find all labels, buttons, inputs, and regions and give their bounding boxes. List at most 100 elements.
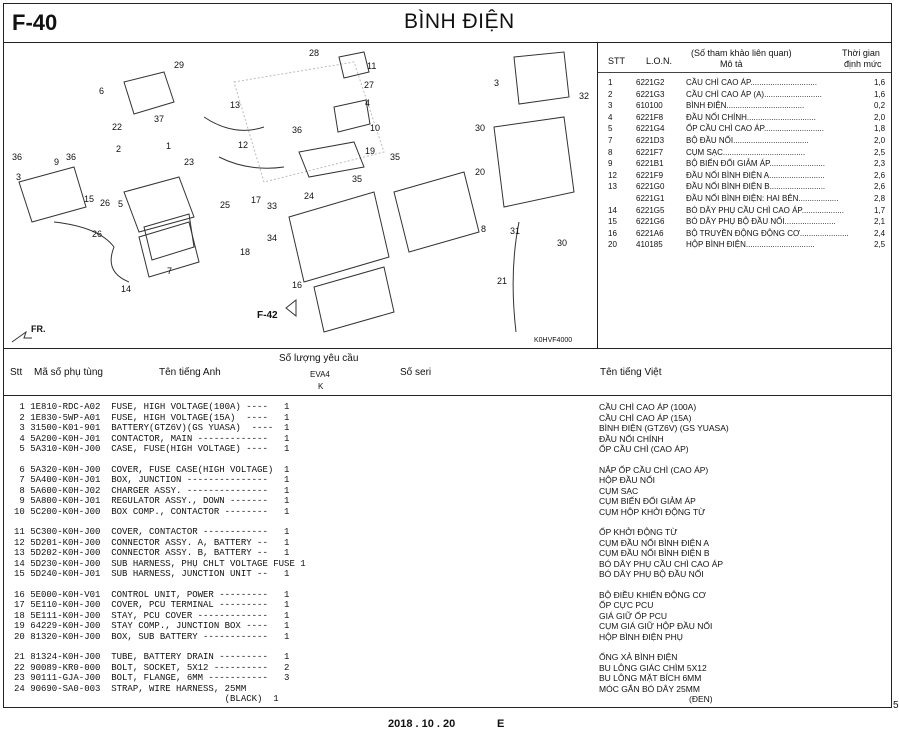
labor-cell-desc: BỘ TRUYỀN ĐỘNG ĐỘNG CƠ..................…	[686, 228, 849, 238]
labor-header-time2: định mức	[844, 59, 882, 69]
parts-row-text: 17 5E110-K0H-J00 COVER, PCU TERMINAL ---…	[14, 600, 290, 610]
parts-row-vietnamese: ỐP CỰC PCU	[599, 600, 654, 610]
labor-cell-desc: ĐẦU NỐI CHÍNH...........................…	[686, 112, 816, 122]
callout-number: 25	[220, 200, 230, 210]
labor-cell-stt: 8	[608, 147, 613, 157]
parts-row: 13 5D202-K0H-J00 CONNECTOR ASSY. B, BATT…	[4, 548, 891, 559]
labor-cell-stt: 13	[608, 182, 617, 192]
callout-number: 10	[370, 123, 380, 133]
parts-row-vietnamese: CẦU CHÌ CAO ÁP (15A)	[599, 412, 692, 423]
parts-row-text: 1 1E810-RDC-A02 FUSE, HIGH VOLTAGE(100A)…	[14, 402, 290, 412]
labor-row: 6221G1 ĐẦU NỐI BÌNH ĐIỆN: HAI BÊN........…	[598, 193, 891, 204]
parts-header-english: Tên tiếng Anh	[159, 367, 221, 378]
parts-row: 1 1E810-RDC-A02 FUSE, HIGH VOLTAGE(100A)…	[4, 402, 891, 413]
parts-row-vietnamese: ĐẦU NỐI CHÍNH	[599, 433, 664, 444]
labor-cell-lon: 6221A6	[636, 228, 664, 238]
parts-row-vietnamese: GIÁ GIỮ ỐP PCU	[599, 610, 668, 621]
labor-cell-lon: 6221G2	[636, 78, 665, 87]
labor-cell-time: 2,5	[874, 240, 886, 250]
parts-row-vietnamese: BÌNH ĐIỆN (GTZ6V) (GS YUASA)	[599, 423, 729, 433]
page-title: BÌNH ĐIỆN	[404, 10, 515, 33]
parts-row-vietnamese: BÓ DÂY PHỤ BỘ ĐẦU NỐI	[599, 569, 704, 579]
parts-row-text: 14 5D230-K0H-J00 SUB HARNESS, PHỤ CHLT V…	[14, 558, 306, 569]
parts-row-vietnamese: CỤM GIÁ GIỮ HỘP ĐẦU NỐI	[599, 621, 713, 631]
callout-number: 20	[475, 167, 485, 177]
parts-row-text: 20 81320-K0H-J00 BOX, SUB BATTERY ------…	[14, 631, 290, 642]
labor-cell-desc: ĐẦU NỐI BÌNH ĐIỆN: HAI BÊN..............…	[686, 194, 839, 203]
callout-number: 35	[352, 174, 362, 184]
labor-cell-desc: ĐẦU NỐI BÌNH ĐIỆN A.....................…	[686, 170, 825, 180]
labor-cell-stt: 9	[608, 159, 613, 169]
labor-cell-time: 2,1	[874, 217, 886, 227]
parts-header-model: EVA4	[310, 370, 330, 379]
labor-cell-stt: 7	[608, 136, 613, 145]
parts-row: 5 5A310-K0H-J00 CASE, FUSE(HIGH VOLTAGE)…	[4, 444, 891, 455]
parts-row: 17 5E110-K0H-J00 COVER, PCU TERMINAL ---…	[4, 600, 891, 611]
labor-cell-time: 2,4	[874, 228, 886, 238]
parts-header-serial: Số seri	[400, 367, 432, 378]
parts-row-text: 12 5D201-K0H-J00 CONNECTOR ASSY. A, BATT…	[14, 537, 290, 548]
labor-row: 16 6221A6 BỘ TRUYỀN ĐỘNG ĐỘNG CƠ..........…	[598, 228, 891, 239]
labor-cell-lon: 6221G1	[636, 194, 665, 203]
parts-row-vietnamese: ỐP KHỞI ĐỘNG TỪ	[599, 527, 678, 537]
parts-row-vietnamese: CỤM HỘP KHỞI ĐỘNG TỪ	[599, 506, 706, 517]
footer-date: 2018 . 10 . 20	[388, 718, 456, 730]
callout-number: 36	[292, 125, 302, 135]
parts-row-vietnamese: CỤM ĐẦU NỐI BÌNH ĐIỆN B	[599, 548, 710, 558]
callout-number: 2	[116, 144, 121, 154]
callout-number: 3	[494, 78, 499, 88]
labor-cell-stt: 1	[608, 78, 613, 87]
parts-row: 23 90111-GJA-J00 BOLT, FLANGE, 6MM -----…	[4, 673, 891, 684]
callout-number: 18	[240, 247, 250, 257]
callout-number: 36	[12, 152, 22, 162]
labor-cell-stt: 2	[608, 89, 613, 99]
labor-cell-time: 2,5	[874, 147, 886, 157]
labor-cell-lon: 6221G0	[636, 182, 665, 192]
diagram-code: K0HVF4000	[534, 337, 572, 344]
labor-cell-stt: 16	[608, 228, 617, 238]
parts-row-vietnamese: NẮP ỐP CẦU CHÌ (CAO ÁP)	[599, 464, 709, 475]
labor-cell-time: 2,8	[874, 194, 886, 203]
parts-row: (BLACK) 1(ĐEN)	[4, 694, 891, 705]
labor-header-time1: Thời gian	[842, 48, 880, 58]
labor-header-lon: L.O.N.	[646, 56, 673, 66]
parts-row-text: 23 90111-GJA-J00 BOLT, FLANGE, 6MM -----…	[14, 673, 290, 683]
parts-row-vietnamese: BỘ ĐIỀU KHIỂN ĐỘNG CƠ	[599, 589, 706, 600]
callout-number: 13	[230, 100, 240, 110]
callout-number: 34	[267, 233, 277, 243]
page-frame: F-40 BÌNH ĐIỆN	[3, 3, 892, 708]
labor-cell-stt: 3	[608, 101, 613, 111]
labor-cell-stt: 12	[608, 170, 617, 180]
labor-cell-time: 2,6	[874, 170, 886, 180]
labor-cell-desc: CẦU CHÌ CAO ÁP (A)......................…	[686, 89, 822, 99]
parts-row: 21 81324-K0H-J00 TUBE, BATTERY DRAIN ---…	[4, 652, 891, 663]
parts-row-vietnamese: (ĐEN)	[689, 694, 713, 704]
labor-cell-time: 0,2	[874, 101, 886, 111]
parts-row-text: 18 5E111-K0H-J00 STAY, PCU COVER -------…	[14, 610, 290, 621]
labor-header-stt: STT	[608, 56, 625, 66]
parts-row-vietnamese: CỤM SẠC	[599, 485, 639, 496]
labor-cell-lon: 6221G5	[636, 205, 665, 215]
labor-cell-lon: 6221F8	[636, 112, 664, 122]
callout-number: 15	[84, 194, 94, 204]
labor-cell-desc: ĐẦU NỐI BÌNH ĐIỆN B.....................…	[686, 182, 826, 192]
callout-number: 14	[121, 284, 131, 294]
parts-header-qty: Số lượng yêu cầu	[279, 353, 359, 364]
labor-cell-time: 1,6	[874, 78, 886, 87]
callout-number: 17	[251, 195, 261, 205]
callout-number: 26	[100, 198, 110, 208]
parts-row: 6 5A320-K0H-J00 COVER, FUSE CASE(HIGH VO…	[4, 465, 891, 476]
labor-cell-desc: BÌNH ĐIỆN...............................…	[686, 101, 805, 111]
parts-row-text: 10 5C200-K0H-J00 BOX COMP., CONTACTOR --…	[14, 506, 290, 517]
labor-cell-time: 2,0	[874, 136, 886, 145]
parts-header-type: K	[318, 382, 324, 391]
callout-number: 21	[497, 276, 507, 286]
labor-cell-lon: 6221B1	[636, 159, 664, 169]
callout-number: 30	[475, 123, 485, 133]
parts-header-partno: Mã số phụ tùng	[34, 367, 103, 378]
